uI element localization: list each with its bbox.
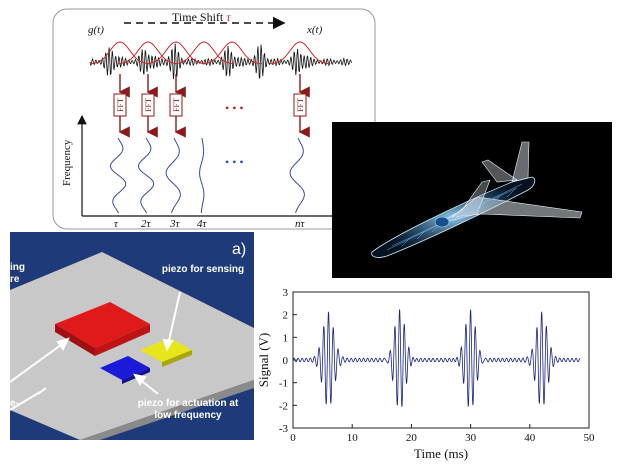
tick-2tau: 2τ [141, 218, 152, 230]
fuselage [371, 176, 536, 258]
spectrum-4 [289, 137, 305, 214]
signal-waveform [89, 43, 352, 80]
y-tick-label-5: 2 [283, 310, 289, 322]
x-axis-label: Time (ms) [414, 446, 468, 461]
signal-path [89, 43, 352, 80]
fft-label-1: FFT [144, 98, 153, 112]
window-2 [145, 41, 207, 65]
x-tick-label-3: 30 [465, 432, 477, 444]
ellipsis-blue: • • • [225, 155, 244, 169]
airplane-panel [332, 122, 612, 278]
left-wing [436, 179, 491, 225]
cabin-ring [434, 216, 450, 228]
window-4 [201, 41, 263, 65]
y-axis-label: Signal (V) [256, 333, 271, 388]
window-functions [89, 41, 331, 65]
x-tick-label-1: 10 [347, 432, 359, 444]
piezo-illustration: a) ing re e- [10, 241, 254, 440]
red-piezo-front [95, 324, 150, 356]
fft-blocks: FFT FFT FFT FFT [113, 74, 310, 138]
actuation-label: piezo for actuation at low frequency [137, 398, 239, 421]
stft-svg: Time Shift τ g(t) x(t) FFT FFT FFT FFT Freq… [52, 8, 376, 230]
time-shift-label: Time Shift τ [172, 10, 231, 24]
sensing-label: piezo for sensing [161, 264, 245, 275]
red-piezo-side [55, 324, 95, 356]
y-tick-label-2: -1 [279, 378, 288, 390]
y-tick-label-6: 3 [283, 287, 289, 299]
tick-tau: τ [114, 218, 119, 230]
piezo-panel: a) ing re e- piezo for sensing piezo for… [10, 232, 254, 440]
fft-label-3: FFT [296, 98, 305, 112]
x-tick-label-4: 40 [524, 432, 536, 444]
fft-label-2: FFT [172, 98, 181, 112]
left-text-2: re [10, 274, 20, 285]
arrow-left-lower [10, 391, 41, 411]
window-0 [89, 41, 151, 65]
window-5 [269, 41, 331, 65]
spectrum-3 [199, 137, 205, 214]
plate [10, 252, 254, 440]
plot-frame [292, 291, 590, 429]
arrows [10, 291, 181, 411]
structure-mesh [386, 183, 523, 251]
tick-4tau: 4τ [197, 218, 208, 230]
signal-chart: 0 10 20 30 40 50 -3 -2 -1 0 1 2 3 Time (ms) Signal (… [256, 287, 596, 461]
signal-line [292, 309, 581, 407]
tail-fin-2 [481, 159, 518, 183]
blue-piezo [100, 356, 150, 380]
stft-frame [52, 8, 376, 230]
x-tick-label-0: 0 [290, 432, 296, 444]
x-label: x(t) [306, 24, 323, 36]
tick-3tau: 3τ [169, 218, 181, 230]
spectrum-0 [109, 137, 127, 214]
y-tick-label-3: 0 [283, 355, 289, 367]
y-tick-label-0: -3 [279, 423, 289, 435]
window-3 [173, 41, 235, 65]
spectra [109, 137, 305, 214]
spectrum-2 [165, 137, 181, 214]
left-text-3: e- [10, 398, 19, 409]
left-text-1: ing [10, 262, 25, 273]
tail-fin [511, 141, 530, 183]
yellow-piezo [140, 338, 192, 362]
signal-chart-panel: 0 10 20 30 40 50 -3 -2 -1 0 1 2 3 Time (ms) Signal (… [256, 282, 608, 462]
ellipsis-red: • • • [225, 101, 244, 115]
y-tick-label-1: -2 [279, 400, 288, 412]
fft-label-0: FFT [116, 98, 125, 112]
spectrum-1 [137, 137, 155, 214]
tick-ntau: nτ [295, 218, 306, 230]
red-piezo [55, 302, 150, 348]
plate-edge [80, 380, 254, 440]
frequency-axis-label: Frequency [61, 139, 73, 186]
panel-label: a) [232, 241, 246, 258]
g-label: g(t) [88, 24, 104, 36]
x-tick-label-5: 50 [584, 432, 596, 444]
window-1 [117, 41, 179, 65]
stft-diagram-panel: Time Shift τ g(t) x(t) FFT FFT FFT FFT Freq… [52, 8, 376, 230]
y-tick-label-4: 1 [283, 332, 289, 344]
yellow-piezo-edge [162, 350, 192, 367]
x-tick-label-2: 20 [406, 432, 418, 444]
airplane-illustration [371, 141, 583, 258]
